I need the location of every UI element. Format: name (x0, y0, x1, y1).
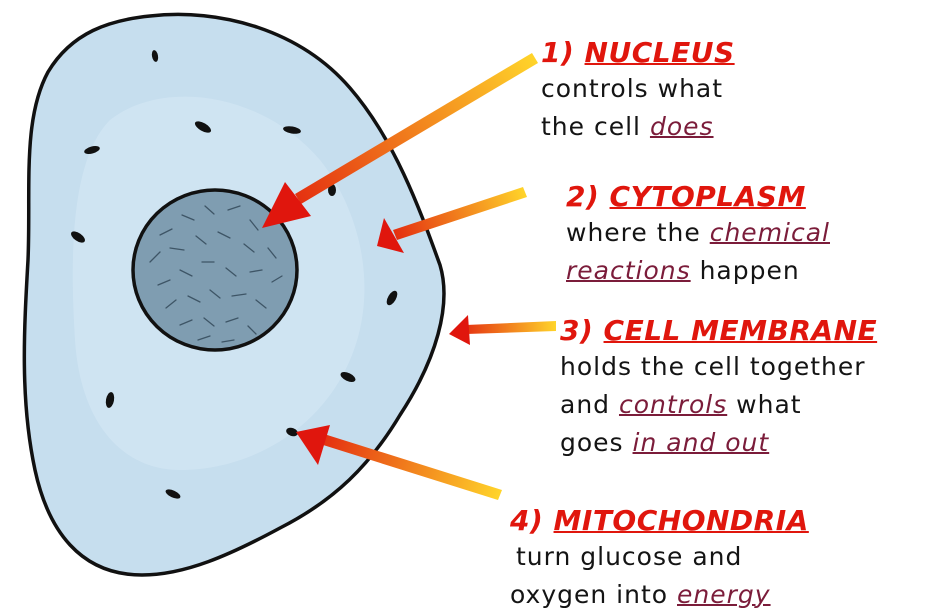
label-membrane-line2-post: what (727, 390, 801, 419)
label-membrane-line3: goes in and out (560, 424, 877, 462)
label-cytoplasm-line1: where the chemical (566, 214, 830, 252)
label-nucleus: 1) NUCLEUS controls what the cell does (541, 36, 735, 146)
label-cytoplasm: 2) CYTOPLASM where the chemical reaction… (566, 180, 830, 290)
label-membrane-title: CELL MEMBRANE (604, 314, 878, 347)
keyword-reactions: reactions (566, 256, 691, 285)
label-mitochondria-line2-pre: oxygen into (510, 580, 677, 609)
label-mitochondria-heading: 4) MITOCHONDRIA (510, 504, 809, 538)
label-nucleus-line2-text: the cell (541, 112, 650, 141)
label-nucleus-heading: 1) NUCLEUS (541, 36, 735, 70)
label-mitochondria-title: MITOCHONDRIA (554, 504, 809, 537)
label-nucleus-number: 1) (541, 36, 574, 69)
label-mitochondria-line1: turn glucose and (510, 538, 809, 576)
label-cytoplasm-line2-text: happen (691, 256, 800, 285)
arrow-membrane (449, 315, 556, 345)
label-cytoplasm-number: 2) (566, 180, 599, 213)
keyword-controls: controls (619, 390, 727, 419)
label-membrane-line3-pre: goes (560, 428, 633, 457)
label-mitochondria-number: 4) (510, 504, 543, 537)
label-cytoplasm-line2: reactions happen (566, 252, 830, 290)
label-cytoplasm-heading: 2) CYTOPLASM (566, 180, 830, 214)
label-membrane-line2: and controls what (560, 386, 877, 424)
label-membrane-line2-pre: and (560, 390, 619, 419)
label-cytoplasm-line1-text: where the (566, 218, 710, 247)
label-nucleus-line1: controls what (541, 70, 735, 108)
keyword-does: does (650, 112, 714, 141)
keyword-chemical: chemical (710, 218, 830, 247)
label-nucleus-line2: the cell does (541, 108, 735, 146)
label-membrane-number: 3) (560, 314, 593, 347)
label-nucleus-title: NUCLEUS (585, 36, 735, 69)
label-membrane: 3) CELL MEMBRANE holds the cell together… (560, 314, 877, 462)
label-membrane-heading: 3) CELL MEMBRANE (560, 314, 877, 348)
keyword-in-and-out: in and out (633, 428, 770, 457)
keyword-energy: energy (677, 580, 771, 609)
label-mitochondria: 4) MITOCHONDRIA turn glucose and oxygen … (510, 504, 809, 614)
label-membrane-line1: holds the cell together (560, 348, 877, 386)
label-mitochondria-line2: oxygen into energy (510, 576, 809, 614)
label-cytoplasm-title: CYTOPLASM (610, 180, 806, 213)
